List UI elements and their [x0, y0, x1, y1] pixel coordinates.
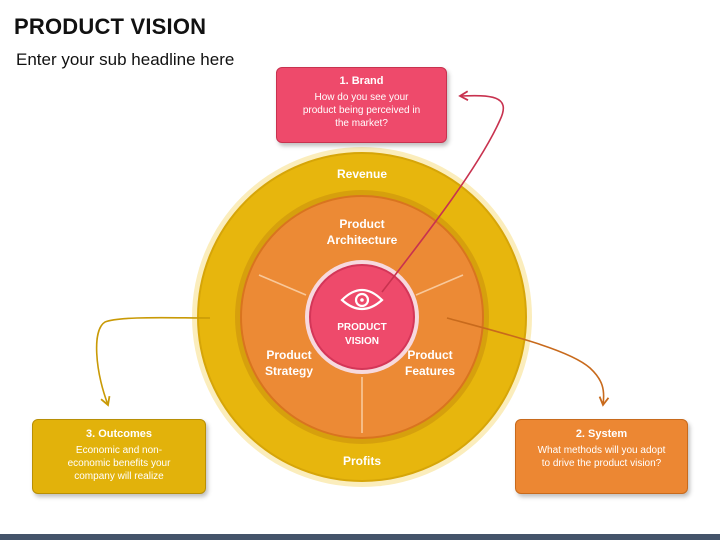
- arrow-to-system: [446, 317, 610, 407]
- card-brand-body: How do you see your product being percei…: [302, 92, 421, 129]
- footer-bar: [0, 534, 720, 540]
- card-outcomes-body: Economic and non-economic benefits your …: [67, 445, 171, 482]
- card-outcomes: 3. Outcomes Economic and non-economic be…: [32, 419, 206, 494]
- center-circle: [309, 264, 415, 370]
- arrow-to-outcomes: [95, 316, 211, 407]
- card-system-body: What methods will you adopt to drive the…: [537, 445, 666, 469]
- label-profits: Profits: [343, 454, 381, 468]
- label-revenue: Revenue: [337, 167, 387, 181]
- eye-icon: [340, 288, 384, 311]
- arrow-to-brand: [381, 90, 505, 293]
- card-brand: 1. Brand How do you see your product bei…: [276, 67, 447, 143]
- card-system: 2. System What methods will you adopt to…: [515, 419, 688, 494]
- page-title: PRODUCT VISION: [14, 14, 207, 39]
- page-subtitle: Enter your sub headline here: [16, 50, 235, 69]
- card-outcomes-title: 3. Outcomes: [85, 428, 153, 440]
- divider-left: [258, 274, 307, 296]
- card-system-title: 2. System: [575, 428, 628, 440]
- card-brand-title: 1. Brand: [339, 75, 384, 87]
- divider-right: [415, 274, 464, 296]
